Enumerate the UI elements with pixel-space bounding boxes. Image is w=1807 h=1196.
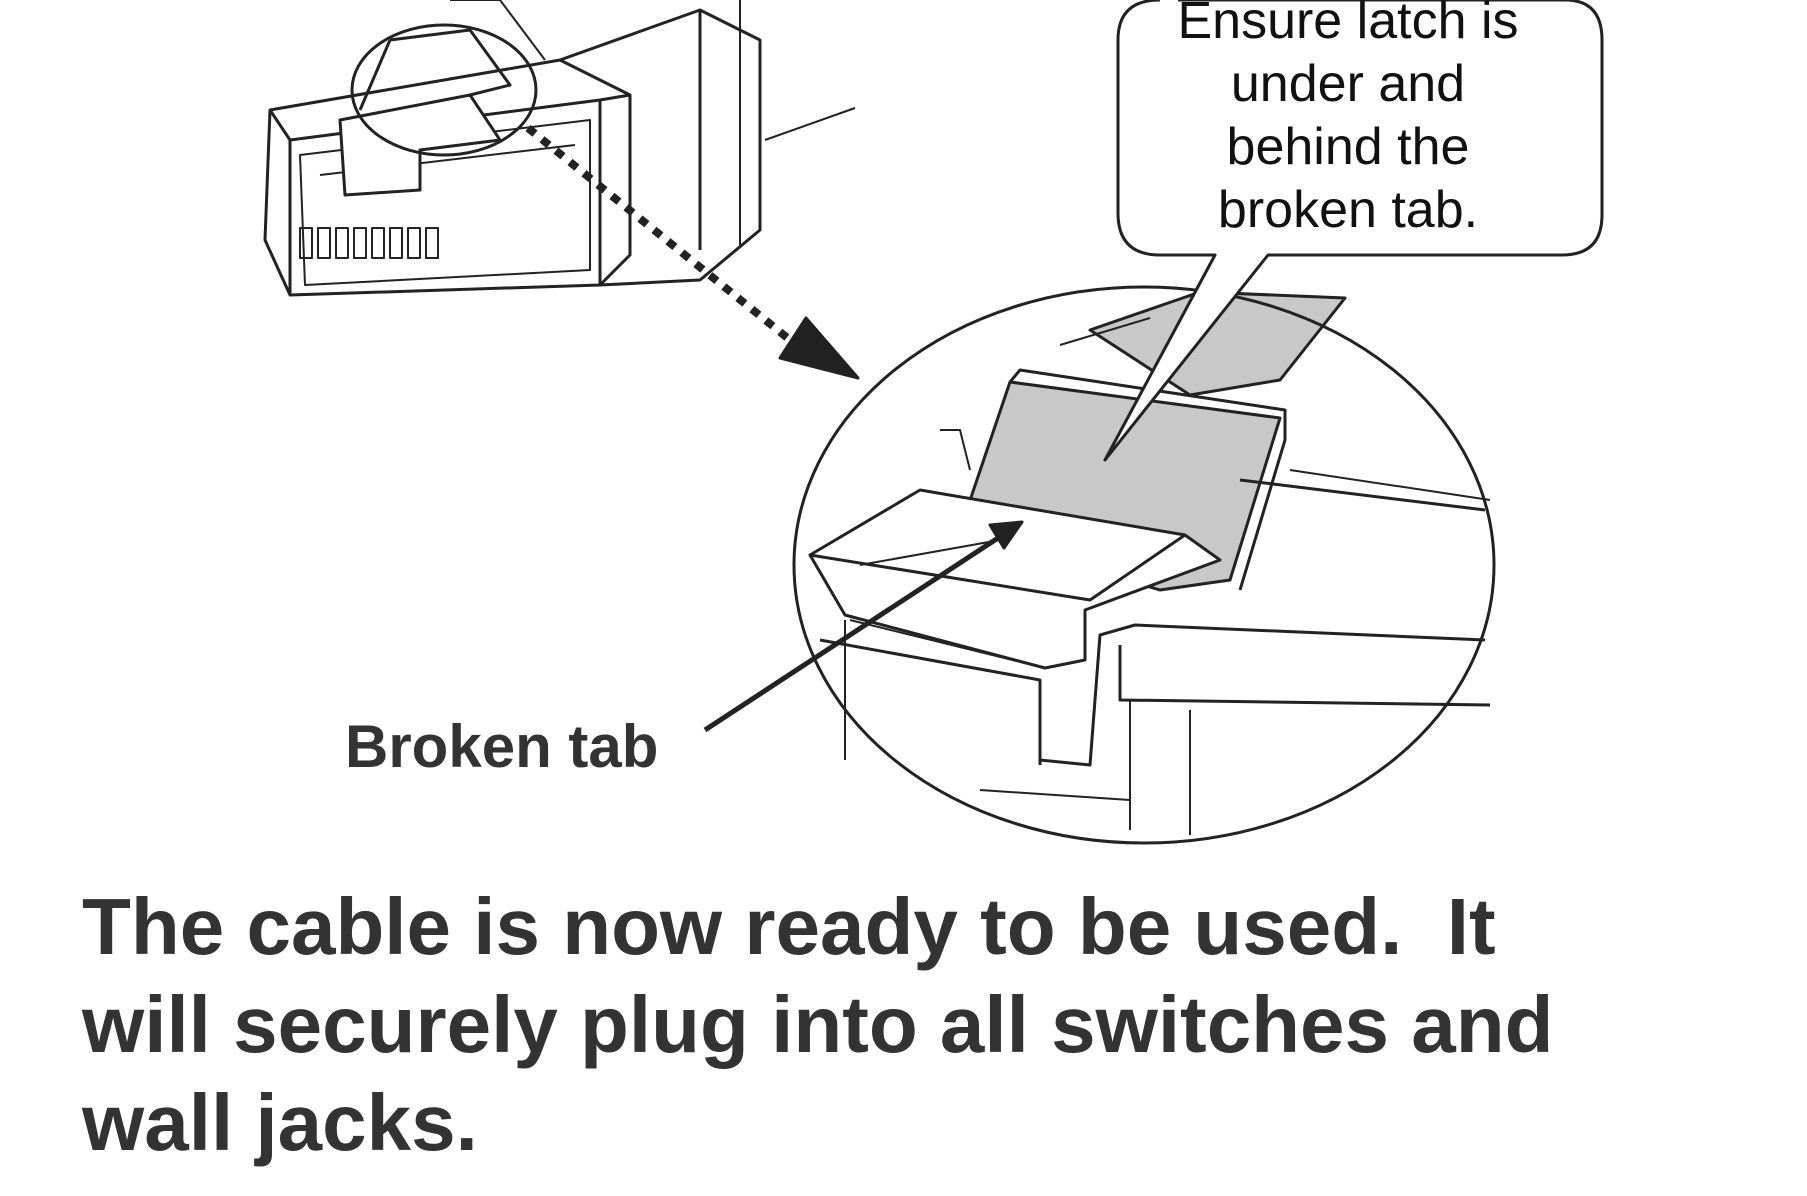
rj45-connector-small (263, 0, 856, 297)
callout-line-4: broken tab. (1217, 181, 1479, 239)
broken-tab-pointer (703, 535, 1000, 733)
caption-line-1: The cable is now ready to be used. It (82, 882, 1496, 971)
dotted-arrow-head (778, 316, 860, 380)
callout-line-1: Ensure latch is (1177, 0, 1519, 50)
callout-line-3: behind the (1226, 118, 1470, 176)
broken-tab-pointer-head (988, 520, 1024, 550)
callout-text: Ensure latch is under and behind the bro… (1108, 0, 1588, 242)
callout-line-2: under and (1230, 55, 1466, 113)
magnified-view (792, 285, 1496, 845)
caption-line-2: will securely plug into all switches and (82, 980, 1554, 1069)
instruction-caption: The cable is now ready to be used. It wi… (82, 878, 1762, 1172)
caption-line-3: wall jacks. (82, 1078, 478, 1167)
broken-tab-label: Broken tab (345, 713, 659, 780)
callout-bubble (1103, 0, 1604, 462)
dotted-arrow-line (525, 124, 793, 344)
